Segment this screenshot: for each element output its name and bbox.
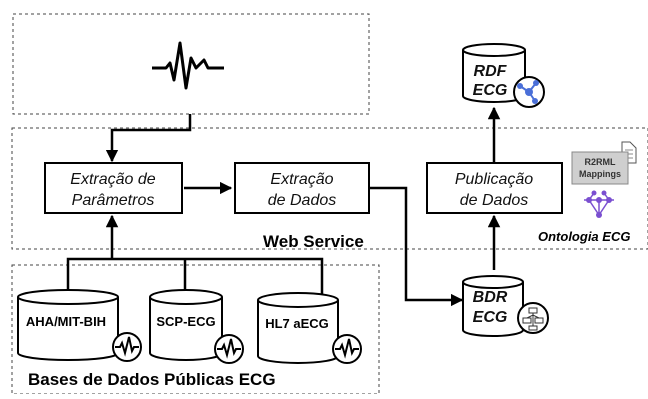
db-bdr-line2: ECG [473, 309, 508, 326]
box-extracao-dados [234, 162, 370, 214]
r2rml-mappings-document-icon [571, 141, 637, 185]
box-extracao-parametros [44, 162, 183, 214]
box-extracao-dados-line1: Extração [270, 171, 333, 188]
db-aha-mit-bih [17, 289, 119, 361]
web-service-label: Web Service [263, 232, 364, 251]
box-extracao-parametros-line1: Extração de [70, 171, 155, 188]
db-hl7-aecg [257, 292, 339, 364]
r2rml-line2: Mappings [579, 169, 621, 179]
ontology-network-icon [584, 190, 614, 218]
ontologia-label: Ontologia ECG [538, 229, 630, 244]
ecg-badge-icon [214, 334, 244, 364]
db-scp-label: SCP-ECG [156, 314, 215, 329]
box-extracao-dados-line2: de Dados [268, 192, 337, 209]
ecg-signal-icon [152, 41, 224, 90]
db-aha-label: AHA/MIT-BIH [26, 314, 106, 329]
bus-databases-to-extracao [66, 257, 324, 294]
db-hl7-label: HL7 aECG [265, 316, 329, 331]
box-publicacao-dados-line1: Publicação [455, 171, 533, 188]
db-rdf-line1: RDF [474, 63, 508, 80]
db-scp-ecg [149, 289, 223, 361]
arrow-signal-to-extracao [105, 114, 192, 163]
bases-publicas-label: Bases de Dados Públicas ECG [28, 370, 276, 389]
relational-db-badge-icon [517, 302, 549, 334]
db-bdr-line1: BDR [473, 289, 508, 306]
arrow-dados-to-bdr [369, 186, 464, 307]
box-publicacao-dados-line2: de Dados [460, 192, 529, 209]
ecg-badge-icon [112, 332, 142, 362]
r2rml-line1: R2RML [585, 157, 617, 167]
ecg-badge-icon [332, 334, 362, 364]
db-rdf-ecg [462, 43, 526, 103]
db-bdr-ecg [462, 275, 524, 337]
box-extracao-parametros-line2: Parâmetros [72, 192, 155, 209]
rdf-graph-badge-icon [513, 76, 545, 108]
db-rdf-line2: ECG [473, 82, 508, 99]
web-service-region [11, 127, 648, 250]
